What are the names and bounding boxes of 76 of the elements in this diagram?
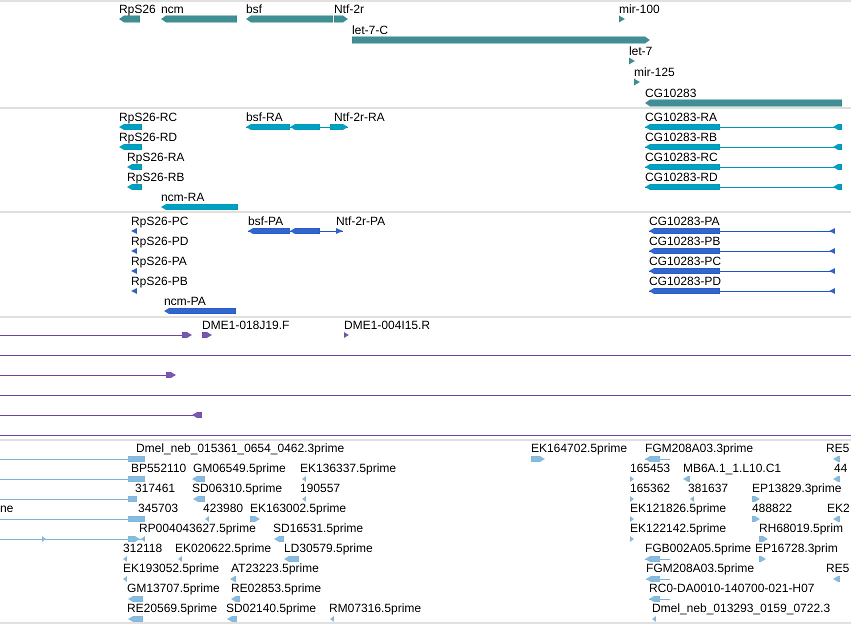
feature-label: CG10283-RA [645,110,718,124]
feature-label: ncm [161,2,184,16]
feature-label: ncm-PA [164,294,206,308]
feature-label: EK020622.5prime [175,541,272,555]
feature-label: FGM208A03.3prime [645,441,754,455]
feature-label: 317461 [135,481,176,495]
feature-label: Dmel_neb_015361_0654_0462.3prime [136,441,344,455]
feature-label: RM07316.5prime [329,601,422,615]
feature-label: RpS26-RA [127,150,184,164]
feature-label: CG10283-PD [649,274,722,288]
feature-label: BP552110 [131,461,186,475]
feature-label: mir-100 [619,2,660,16]
feature-label: GM13707.5prime [127,581,220,595]
feature-label: CG10283-RB [645,130,718,144]
feature-label: bsf-PA [248,214,284,228]
feature-label: SD06310.5prime [192,481,282,495]
feature-label: 423980 [203,501,244,515]
feature-label: Ntf-2r-RA [334,110,385,124]
feature-label: DME1-004I15.R [344,318,430,332]
feature-label: CG10283-RC [645,150,718,164]
feature-label: MB6A.1_1.L10.C1 [683,461,782,475]
feature-label: RE02853.5prime [231,581,322,595]
feature-label: EP16728.3prim [755,541,838,555]
feature-label: ne [0,501,14,515]
feature-label: CG10283-RD [645,170,718,184]
feature-label: CG10283 [645,86,696,100]
feature-label: EK2 [827,501,850,515]
feature-label: 312118 [123,541,162,555]
feature-label: 345703 [138,501,178,515]
feature-label: RpS26-PA [131,254,187,268]
feature-label: bsf [246,2,262,16]
feature-label: RC0-DA0010-140700-021-H07 [649,581,814,595]
feature-label: RpS26-RB [127,170,184,184]
feature-label: FGM208A03.5prime [646,561,754,575]
feature-label: ncm-RA [161,190,204,204]
feature-label: RE5 [826,561,850,575]
feature-label: EK121826.5prime [630,501,726,515]
feature-label: 488822 [752,501,792,515]
feature-label: let-7 [629,44,652,58]
feature-label: LD30579.5prime [284,541,373,555]
feature-label: bsf-RA [246,110,283,124]
feature-label: Ntf-2r [334,2,364,16]
feature-label: RpS26-PB [131,274,188,288]
feature-label: RP004043627.5prime [139,521,256,535]
feature-label: CG10283-PC [649,254,722,268]
feature-label: 381637 [688,481,728,495]
feature-label: RpS26-RD [119,130,178,144]
feature-label: RE20569.5prime [127,601,218,615]
feature-label: EK163002.5prime [250,501,346,515]
feature-label: EK136337.5prime [300,461,396,475]
feature-label: EK193052.5prime [123,561,220,575]
feature-label: CG10283-PB [649,234,720,248]
feature-label: RpS26-PC [131,214,188,228]
feature-label: DME1-018J19.F [202,318,290,332]
feature-label: SD16531.5prime [273,521,364,535]
feature-label: EP13829.3prime [752,481,842,495]
feature-label: RH68019.5prim [759,521,844,535]
feature-label: RpS26-RC [119,110,178,124]
feature-label: RE5 [826,441,850,455]
feature-label: EK164702.5prime [531,441,628,455]
feature-label: 190557 [300,481,340,495]
feature-label: RpS26-PD [131,234,188,248]
feature-label: 44 [834,461,848,475]
feature-label: CG10283-PA [649,214,720,228]
feature-label: EK122142.5prime [630,521,726,535]
feature-label: let-7-C [352,23,388,37]
feature-label: 165362 [630,481,670,495]
feature-label: AT23223.5prime [231,561,319,575]
feature-label: 165453 [630,461,670,475]
feature-label: Ntf-2r-PA [336,214,386,228]
feature-label: FGB002A05.5prime [645,541,752,555]
feature-label: GM06549.5prime [193,461,286,475]
feature-label: SD02140.5prime [226,601,316,615]
feature-label: RpS26 [119,2,156,16]
feature-label: mir-125 [634,65,675,79]
feature-label: Dmel_neb_013293_0159_0722.3 [652,601,830,615]
